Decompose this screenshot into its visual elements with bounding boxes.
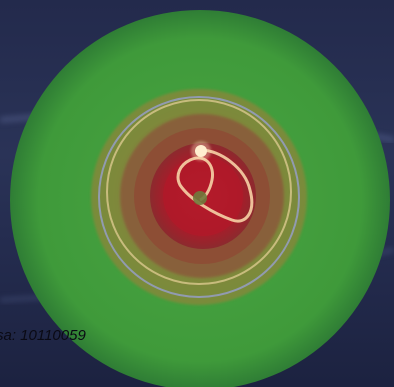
caption-text: sa: 10110059: [0, 327, 86, 344]
spiral-orbit-trail: [176, 148, 254, 223]
bright-body-glow: [191, 141, 211, 161]
center-spot: [193, 191, 207, 205]
outer-orbit-line: [106, 99, 292, 285]
blue-ring: [98, 96, 300, 298]
